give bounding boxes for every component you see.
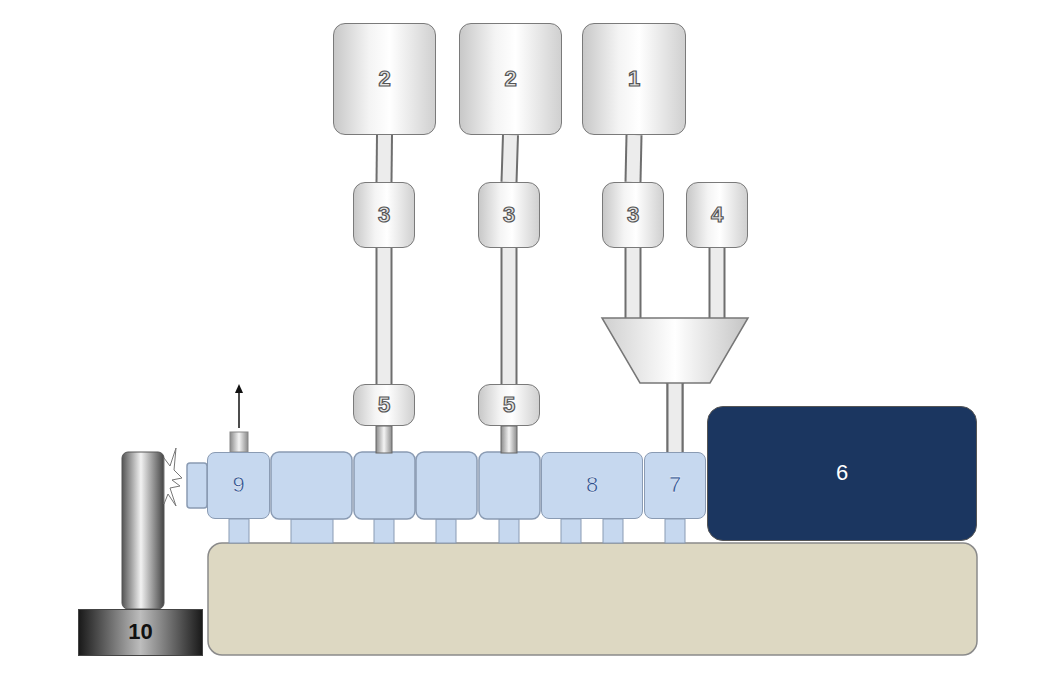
pipe-connector xyxy=(509,248,510,384)
feed-throat: 7 xyxy=(644,452,706,519)
barrel-zone: 8 xyxy=(541,452,643,519)
feed-pipes xyxy=(376,426,517,453)
callout-number: 3 xyxy=(623,201,643,229)
pipe-outline xyxy=(376,248,393,384)
barrel-segments xyxy=(187,452,540,519)
callout-number: 2 xyxy=(374,65,394,93)
callout-number: 6 xyxy=(832,459,852,487)
vent-arrowhead xyxy=(235,384,243,393)
callout-number: 8 xyxy=(582,471,602,499)
callout-number: 4 xyxy=(707,201,727,229)
pipe-outline xyxy=(633,135,634,182)
dosing-unit: 3 xyxy=(353,182,415,248)
callout-number: 10 xyxy=(124,618,156,646)
pipe-connector xyxy=(633,135,634,182)
pipe-outline xyxy=(501,248,518,384)
pipe-outline xyxy=(376,135,394,182)
vent-arrow xyxy=(238,392,240,428)
die-cutter xyxy=(164,448,182,506)
dosing-unit: 3 xyxy=(478,182,540,248)
pipe-fill xyxy=(503,248,516,384)
callout-number: 5 xyxy=(499,391,519,419)
pipe-fill xyxy=(378,248,391,384)
vent-zone: 9 xyxy=(207,452,270,519)
dosing-unit: 3 xyxy=(602,182,664,248)
barrel-legs xyxy=(229,519,685,543)
pipe-outline xyxy=(509,135,511,182)
machine-base xyxy=(208,543,977,655)
gravimetric-feeder: 2 xyxy=(459,23,562,135)
pipe-fill xyxy=(633,135,634,182)
pipe-fill xyxy=(509,135,511,182)
callout-number: 7 xyxy=(665,471,685,499)
hopper-funnel xyxy=(602,318,748,383)
callout-number: 3 xyxy=(499,201,519,229)
side-stuffer: 5 xyxy=(353,384,415,426)
drive-motor: 6 xyxy=(707,406,977,541)
callout-number: 3 xyxy=(374,201,394,229)
callout-number: 1 xyxy=(624,65,644,93)
side-stuffer: 5 xyxy=(478,384,540,426)
pipe-fill xyxy=(378,135,392,182)
additive-feeder: 4 xyxy=(686,182,748,248)
pipe-connector xyxy=(384,248,385,384)
pipe-connector xyxy=(384,135,386,182)
gravimetric-feeder: 2 xyxy=(333,23,436,135)
pipe-connector xyxy=(509,135,511,182)
die-pillar xyxy=(122,452,164,609)
callout-number: 5 xyxy=(374,391,394,419)
callout-number: 2 xyxy=(500,65,520,93)
callout-number: 9 xyxy=(228,471,248,499)
pelletizer-base: 10 xyxy=(78,609,203,656)
vent-port xyxy=(230,432,248,452)
main-feeder: 1 xyxy=(582,23,686,135)
